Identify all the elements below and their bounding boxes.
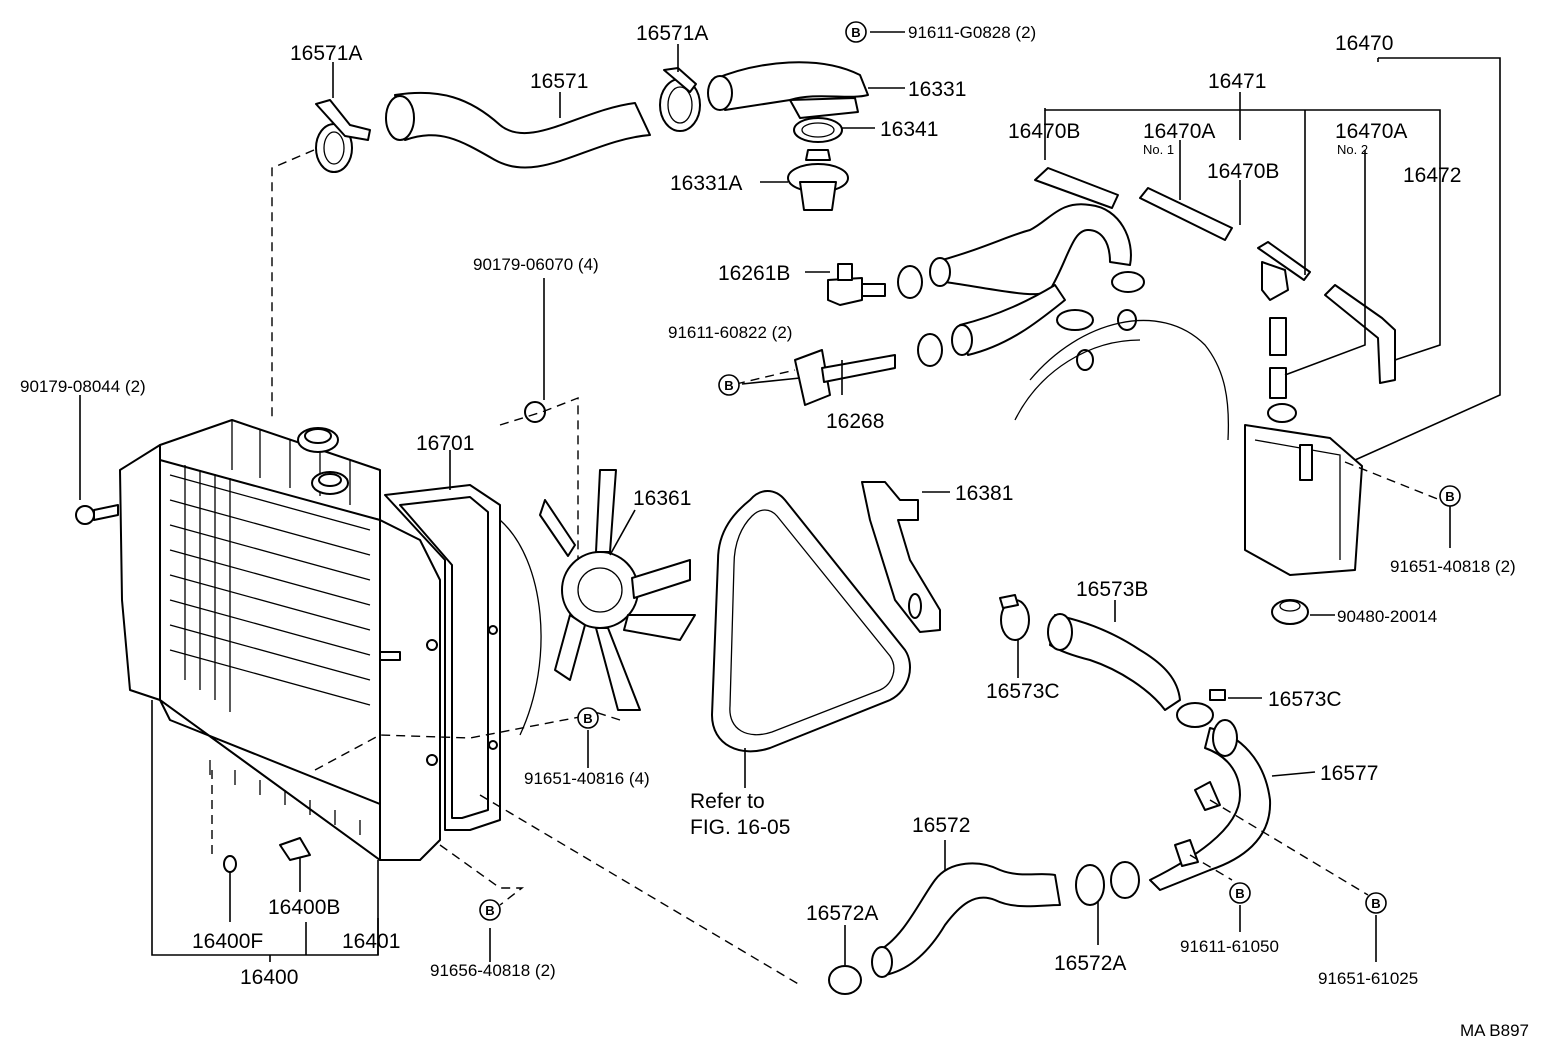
- bypass-hoses: [897, 203, 1145, 371]
- label-16470A-no2: 16470A: [1335, 120, 1407, 143]
- radiator: [119, 419, 441, 861]
- thermostat: [787, 117, 849, 211]
- bolt-marker-56-40818: B: [479, 899, 501, 921]
- svg-text:B: B: [724, 378, 733, 393]
- diagram-code: MA B897: [1460, 1021, 1529, 1040]
- fan: [539, 469, 696, 711]
- label-16572A-right: 16572A: [1054, 952, 1126, 975]
- label-16571A-left: 16571A: [290, 42, 362, 65]
- label-91611-61050: 91611-61050: [1180, 937, 1279, 956]
- label-16400B: 16400B: [268, 896, 340, 919]
- svg-text:B: B: [1371, 896, 1380, 911]
- label-16573B: 16573B: [1076, 578, 1148, 601]
- label-16331A: 16331A: [670, 172, 742, 195]
- label-no1: No. 1: [1143, 142, 1174, 157]
- label-90179-06070: 90179-06070 (4): [473, 255, 599, 274]
- svg-text:B: B: [1445, 489, 1454, 504]
- label-16701: 16701: [416, 432, 474, 455]
- v-belt: [711, 490, 911, 753]
- label-16470B-left: 16470B: [1008, 120, 1080, 143]
- reservoir-tank: [1244, 403, 1363, 625]
- label-16470B-right: 16470B: [1207, 160, 1279, 183]
- clamps-16571A: [315, 67, 701, 173]
- bolt-marker-g0828: B: [845, 21, 867, 43]
- label-91651-40816: 91651-40816 (4): [524, 769, 650, 788]
- label-refer-to: Refer to: [690, 790, 765, 813]
- label-no2: No. 2: [1337, 142, 1368, 157]
- label-91651-61025: 91651-61025: [1318, 969, 1418, 988]
- label-90480-20014: 90480-20014: [1337, 607, 1437, 626]
- label-16572: 16572: [912, 814, 970, 837]
- bolt-marker-61050: B: [1229, 882, 1251, 904]
- fan-shroud: [384, 484, 542, 831]
- water-outlet: [794, 263, 896, 406]
- label-16400: 16400: [240, 966, 298, 989]
- dashed-lines: [211, 149, 1441, 986]
- label-16471: 16471: [1208, 70, 1266, 93]
- engine-outline-2: [1014, 339, 1141, 421]
- label-90179-08044: 90179-08044 (2): [20, 377, 146, 396]
- label-16261B: 16261B: [718, 262, 790, 285]
- label-16571: 16571: [530, 70, 588, 93]
- label-16331: 16331: [908, 78, 966, 101]
- svg-text:B: B: [851, 25, 860, 40]
- label-16573C-right: 16573C: [1268, 688, 1342, 711]
- label-16268: 16268: [826, 410, 884, 433]
- label-16341: 16341: [880, 118, 938, 141]
- label-16400F: 16400F: [192, 930, 263, 953]
- leader-lines: [79, 31, 1501, 965]
- bolts: [75, 401, 1226, 873]
- label-16577: 16577: [1320, 762, 1378, 785]
- label-16401: 16401: [342, 930, 400, 953]
- svg-text:B: B: [583, 711, 592, 726]
- reservoir-hoses: [1034, 167, 1396, 399]
- svg-text:B: B: [1235, 886, 1244, 901]
- label-91611-G0828: 91611-G0828 (2): [908, 23, 1036, 42]
- label-16361: 16361: [633, 487, 691, 510]
- label-16381: 16381: [955, 482, 1013, 505]
- label-16572A-left: 16572A: [806, 902, 878, 925]
- label-fig-16-05: FIG. 16-05: [690, 816, 790, 839]
- bolt-marker-40818-right: B: [1439, 485, 1461, 507]
- label-16472: 16472: [1403, 164, 1461, 187]
- svg-text:B: B: [485, 903, 494, 918]
- bracket-16381: [861, 481, 941, 633]
- bolt-marker-61025: B: [1365, 892, 1387, 914]
- engine-outline: [1029, 319, 1230, 441]
- label-16571A-top: 16571A: [636, 22, 708, 45]
- bolt-marker-40816: B: [577, 707, 599, 729]
- label-91611-60822: 91611-60822 (2): [668, 323, 792, 342]
- label-16470A-no1: 16470A: [1143, 120, 1215, 143]
- part-labels: 16571A 16571 16571A 91611-G0828 (2) 1633…: [20, 22, 1529, 1040]
- upper-hose: [385, 61, 869, 169]
- label-91651-40818-right: 91651-40818 (2): [1390, 557, 1516, 576]
- label-91656-40818: 91656-40818 (2): [430, 961, 556, 980]
- bolt-marker-60822: B: [718, 374, 740, 396]
- label-16573C-left: 16573C: [986, 680, 1060, 703]
- bolt-marker-group: B B B B B B B: [479, 21, 1461, 921]
- lower-hoses: [828, 599, 1272, 995]
- label-16470: 16470: [1335, 32, 1393, 55]
